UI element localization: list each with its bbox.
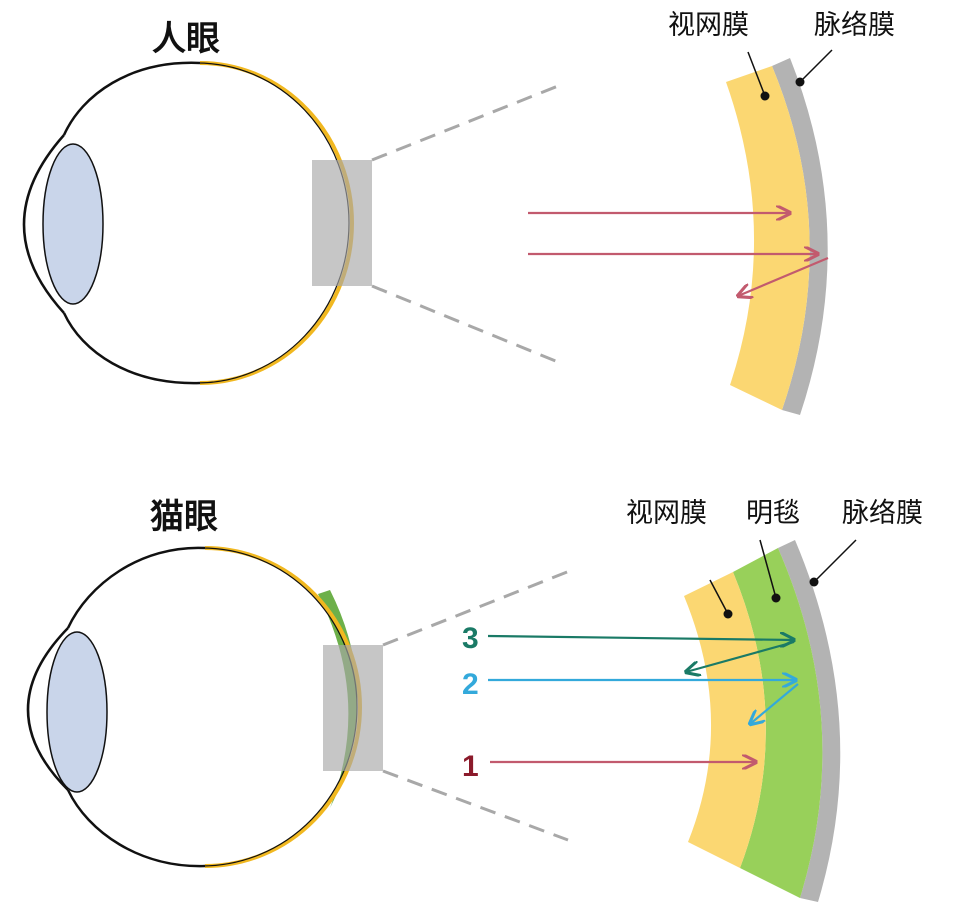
cat-choroid-dot <box>809 577 819 587</box>
cat-tapetum-label: 明毯 <box>746 498 800 529</box>
human-retina-dot <box>760 91 770 101</box>
cat-zoom-box <box>323 645 383 771</box>
human-sclera <box>62 61 201 385</box>
cat-tissue-layers <box>684 540 841 902</box>
human-lens <box>42 143 104 305</box>
cat-tapetum-leader <box>759 539 777 599</box>
human-ray-2-reflection <box>738 256 829 296</box>
human-choroid-layer <box>772 58 828 415</box>
cat-ray-2-reflection <box>750 683 799 724</box>
cat-tapetum-dot <box>771 593 781 603</box>
human-zoom-line-bottom <box>371 284 559 364</box>
ray-2-label: 2 <box>462 668 479 701</box>
human-eyeball <box>22 61 372 385</box>
cat-retina-label: 视网膜 <box>626 498 707 529</box>
cat-ray-3-reflection <box>686 640 795 672</box>
human-retina-label: 视网膜 <box>668 10 749 41</box>
human-retina-layer <box>726 66 810 410</box>
human-choroid-dot <box>795 77 805 87</box>
human-retina-leader <box>747 51 766 97</box>
cat-choroid-label: 脉络膜 <box>842 498 923 529</box>
ray-1-label: 1 <box>462 750 479 783</box>
human-choroid-leader <box>799 49 833 83</box>
cat-sclera <box>66 546 206 868</box>
ray-3-label: 3 <box>462 622 479 655</box>
cat-choroid-leader <box>813 539 857 583</box>
cat-ray-3 <box>487 636 794 640</box>
cat-retina-dot <box>723 609 733 619</box>
cat-zoom-line-bottom <box>382 769 569 842</box>
human-zoom-box <box>312 160 372 286</box>
cat-eye-section: 猫眼 3 2 1 视网膜 明毯 脉 <box>26 497 923 902</box>
cat-eye-title: 猫眼 <box>150 497 218 537</box>
cat-retina-layer <box>684 572 766 868</box>
cat-choroid-layer <box>778 540 841 902</box>
human-zoom-line-top <box>371 84 559 162</box>
cat-tapetum-layer <box>733 548 823 898</box>
cat-retina-leader <box>709 579 729 615</box>
cat-eyeball <box>26 546 383 868</box>
human-eye-section: 人眼 视网膜 脉络膜 <box>22 10 895 415</box>
cat-zoom-line-top <box>382 568 573 647</box>
human-choroid-label: 脉络膜 <box>814 10 895 41</box>
human-tissue-layers <box>726 58 828 415</box>
human-eye-title: 人眼 <box>152 19 220 59</box>
cat-lens <box>46 631 108 793</box>
